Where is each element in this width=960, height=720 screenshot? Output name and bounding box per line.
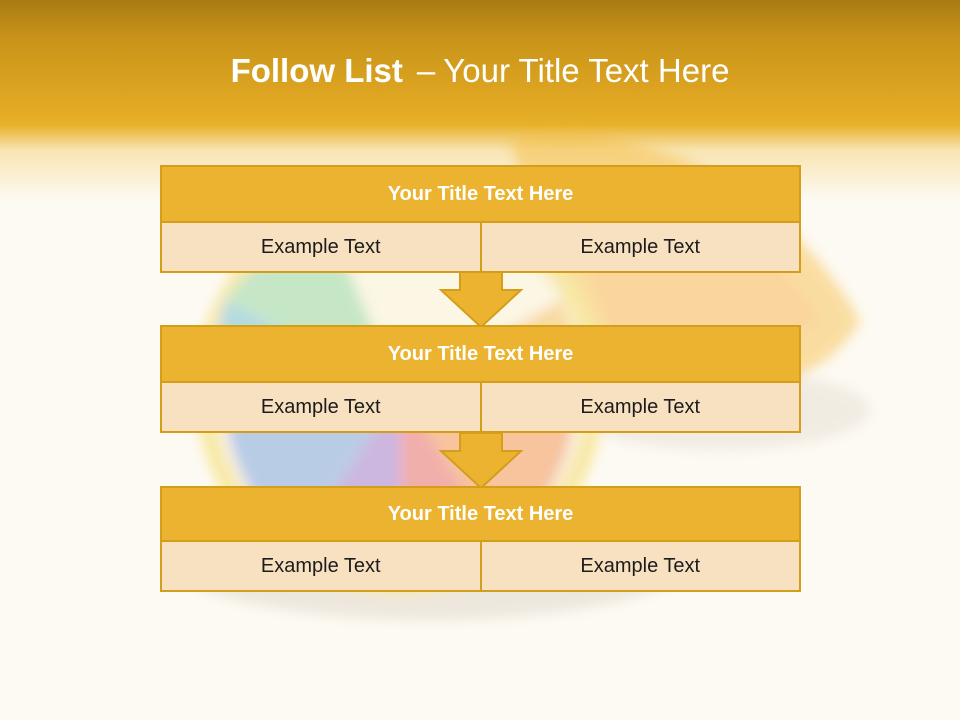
step-row: Example Text Example Text bbox=[160, 223, 801, 273]
slide-title-dash: – bbox=[416, 52, 436, 89]
step-block-1: Your Title Text Here Example Text Exampl… bbox=[160, 165, 801, 273]
step-row: Example Text Example Text bbox=[160, 383, 801, 433]
down-arrow-icon bbox=[438, 432, 524, 490]
slide-title-rest: Your Title Text Here bbox=[443, 52, 730, 89]
step-block-2: Your Title Text Here Example Text Exampl… bbox=[160, 325, 801, 433]
step-title: Your Title Text Here bbox=[160, 486, 801, 542]
slide-title: Follow List–Your Title Text Here bbox=[0, 52, 960, 90]
step-cell-left: Example Text bbox=[162, 383, 480, 431]
step-cell-right: Example Text bbox=[479, 383, 799, 431]
down-arrow-icon bbox=[438, 271, 524, 329]
step-cell-right: Example Text bbox=[479, 542, 799, 590]
step-cell-right: Example Text bbox=[479, 223, 799, 271]
step-cell-left: Example Text bbox=[162, 223, 480, 271]
step-cell-left: Example Text bbox=[162, 542, 480, 590]
step-block-3: Your Title Text Here Example Text Exampl… bbox=[160, 486, 801, 592]
step-title: Your Title Text Here bbox=[160, 325, 801, 383]
step-row: Example Text Example Text bbox=[160, 542, 801, 592]
slide-title-main: Follow List bbox=[230, 52, 403, 89]
step-title: Your Title Text Here bbox=[160, 165, 801, 223]
